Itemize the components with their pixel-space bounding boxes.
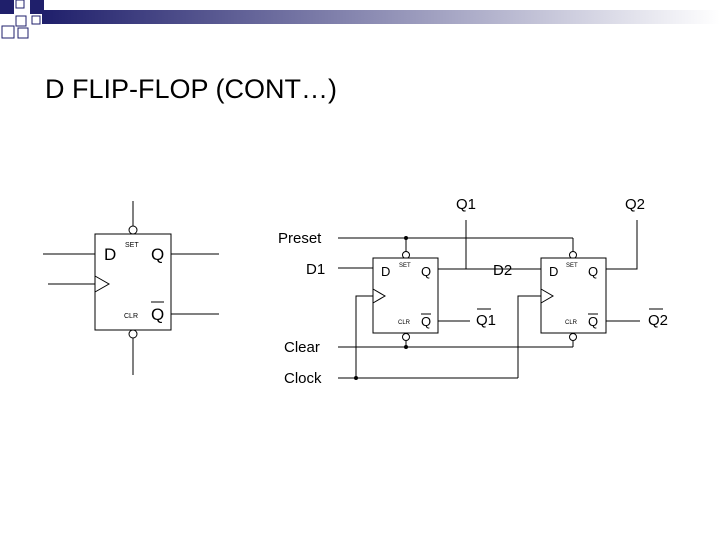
ff1-clr-label: CLR: [398, 320, 411, 326]
q2-label: Q2: [625, 196, 645, 213]
corner-squares: [0, 0, 44, 39]
ff2-q-label: Q: [588, 264, 598, 279]
q1-label: Q1: [456, 196, 476, 213]
ff2-clk-wire: [517, 295, 541, 378]
single-qbar-label: Q: [151, 305, 164, 324]
ff2-set-label: SET: [566, 263, 578, 269]
ff1-d-label: D: [381, 264, 390, 279]
ff2-set-bubble: [569, 251, 577, 259]
ff1-clk-triangle: [372, 288, 386, 304]
single-q-label: Q: [151, 245, 164, 264]
q1bar-label: Q1: [476, 312, 496, 329]
ff2-d-label: D: [549, 264, 558, 279]
ff1-clr-bubble: [402, 333, 410, 341]
single-ff-body: [94, 233, 172, 331]
single-clr-bubble: [128, 329, 138, 339]
ff1-clk-wire: [355, 295, 373, 378]
single-d-label: D: [104, 245, 116, 264]
d1-label: D1: [306, 261, 325, 278]
single-clr-label: CLR: [124, 313, 138, 320]
preset-label: Preset: [278, 230, 322, 247]
single-d-flip-flop: D SET Q CLR Q: [43, 201, 219, 375]
ff1-set-bubble: [402, 251, 410, 259]
ff2-q-output-wire: [606, 220, 638, 270]
ff1-set-label: SET: [399, 263, 411, 269]
ff1-q-output-wire: [438, 220, 467, 270]
cascaded-circuit: Preset D1 Clear Clock Q1 Q2 D2 Q1 Q2: [278, 196, 668, 387]
ff1-q-label: Q: [421, 264, 431, 279]
single-set-bubble: [128, 225, 138, 235]
ff2-clr-bubble: [569, 333, 577, 341]
clear-label: Clear: [284, 339, 320, 356]
single-set-label: SET: [125, 242, 139, 249]
slide-title: D FLIP-FLOP (CONT…): [45, 74, 338, 104]
ff2-qbar-label: Q: [588, 314, 598, 329]
ff2-clk-triangle: [540, 288, 554, 304]
clock-label: Clock: [284, 370, 322, 387]
ff2-clr-label: CLR: [565, 320, 578, 326]
ff1-qbar-label: Q: [421, 314, 431, 329]
top-gradient-bar: [42, 10, 720, 24]
q2bar-label: Q2: [648, 312, 668, 329]
d2-label: D2: [493, 262, 512, 279]
single-clk-triangle: [94, 275, 111, 293]
